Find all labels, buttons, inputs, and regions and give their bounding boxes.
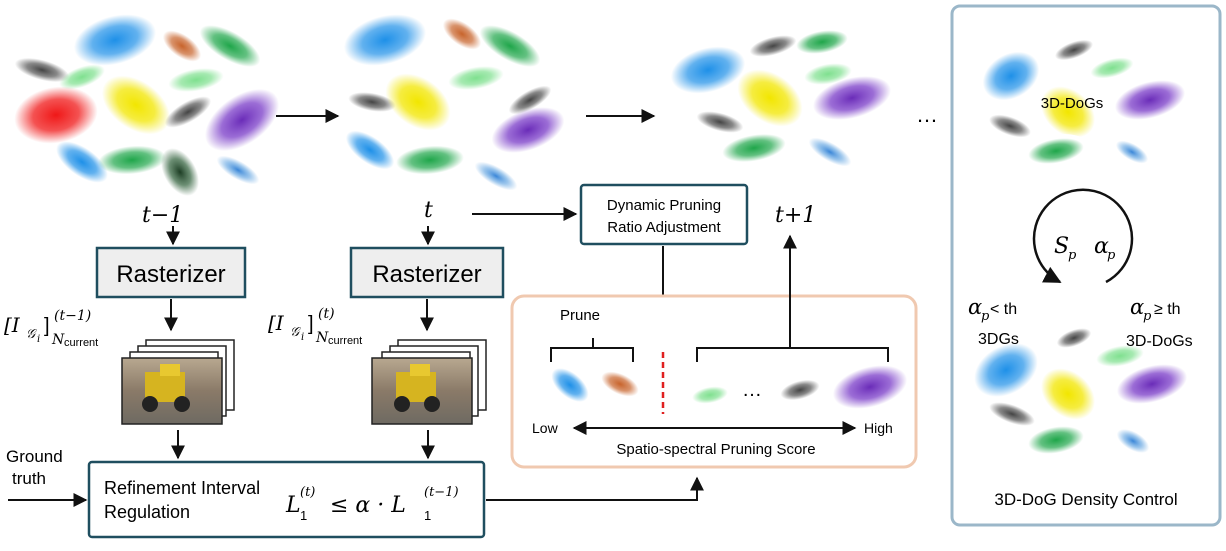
svg-text:1: 1 <box>300 508 307 523</box>
time-label-next: t+1 <box>775 203 816 228</box>
gaussians-t <box>343 14 565 191</box>
svg-text:i: i <box>37 334 40 345</box>
svg-text:α: α <box>1094 234 1109 259</box>
svg-text:N: N <box>315 330 329 346</box>
keep-bracket <box>696 336 889 362</box>
svg-text:current: current <box>64 337 98 349</box>
pruning-panel: Prune … Low High Spatio-spectral Pruning… <box>510 294 918 469</box>
svg-text:(t−1): (t−1) <box>424 485 459 500</box>
score-axis-title: Spatio-spectral Pruning Score <box>616 441 815 458</box>
svg-text:p: p <box>1107 248 1116 263</box>
cycle-labels: S p α p <box>1054 234 1116 263</box>
rendered-images-curr <box>371 339 487 425</box>
rasterizer-box-2: Rasterizer <box>349 246 505 299</box>
svg-text:1: 1 <box>424 508 431 523</box>
kept-purple-gaussian <box>832 365 908 409</box>
ground-truth-line2: truth <box>12 469 46 488</box>
score-high-label: High <box>864 420 893 436</box>
svg-text:≤ α · L: ≤ α · L <box>330 493 406 518</box>
svg-text:current: current <box>328 335 362 347</box>
svg-text:p: p <box>1143 309 1152 324</box>
svg-text:[I: [I <box>4 313 21 337</box>
svg-text:𝒢: 𝒢 <box>26 327 38 342</box>
density-top-label: 3D-DoGs <box>1041 95 1104 112</box>
arrow-refine-to-pruning <box>486 476 704 501</box>
svg-text:p: p <box>1068 248 1077 263</box>
dynamic-pruning-line2: Ratio Adjustment <box>607 219 721 236</box>
gaussians-t-minus-1 <box>14 14 280 196</box>
ellipsis-label: … <box>916 102 938 127</box>
svg-text:]: ] <box>308 313 314 335</box>
pruned-orange-gaussian <box>601 371 639 397</box>
rasterizer-box-1: Rasterizer <box>95 246 247 299</box>
score-low-label: Low <box>532 420 559 436</box>
svg-text:(t−1): (t−1) <box>54 308 91 324</box>
svg-text:S: S <box>1054 234 1069 259</box>
refinement-line1: Refinement Interval <box>104 478 260 498</box>
svg-text:(t): (t) <box>318 306 335 322</box>
render-label-prev: [I 𝒢 i ] (t−1) N current <box>4 308 98 349</box>
prune-label: Prune <box>560 307 600 324</box>
density-control-title: 3D-DoG Density Control <box>994 490 1177 509</box>
svg-text:< th: < th <box>990 301 1017 318</box>
svg-text:≥ th: ≥ th <box>1154 301 1181 318</box>
kept-gray-gaussian <box>780 379 820 401</box>
prune-bracket <box>550 338 634 362</box>
time-label-prev: t−1 <box>142 203 183 228</box>
gaussians-t-plus-1 <box>670 30 891 167</box>
rasterizer-label-2: Rasterizer <box>372 261 481 288</box>
svg-text:L: L <box>285 493 301 518</box>
svg-text:[I: [I <box>268 311 285 335</box>
render-label-curr: [I 𝒢 i ] (t) N current <box>268 306 362 347</box>
dynamic-pruning-box: Dynamic Pruning Ratio Adjustment <box>579 183 749 246</box>
condition-left: α p < th 3DGs <box>968 295 1019 348</box>
svg-text:p: p <box>981 309 990 324</box>
condition-right: α p ≥ th 3D-DoGs <box>1126 295 1193 350</box>
dynamic-pruning-line1: Dynamic Pruning <box>607 197 721 214</box>
cycle-arrow <box>1032 188 1134 284</box>
ground-truth-line1: Ground <box>6 447 63 466</box>
svg-text:]: ] <box>44 315 50 337</box>
svg-text:(t): (t) <box>300 485 315 500</box>
svg-text:N: N <box>51 332 65 348</box>
pruning-ellipsis: … <box>742 379 762 401</box>
svg-text:α: α <box>1130 295 1144 319</box>
refinement-line2: Regulation <box>104 502 190 522</box>
density-control-panel: 3D-DoGs S p α p α p < th 3DGs α p ≥ th 3… <box>950 4 1222 527</box>
svg-text:α: α <box>968 295 982 319</box>
rendered-images-prev <box>121 339 235 425</box>
kept-green-gaussian <box>692 386 728 404</box>
rasterizer-label-1: Rasterizer <box>116 261 225 288</box>
svg-text:𝒢: 𝒢 <box>290 325 302 340</box>
refinement-equation: L 1 (t) ≤ α · L 1 (t−1) <box>285 485 459 523</box>
pruned-blue-gaussian <box>551 368 589 402</box>
svg-text:i: i <box>301 332 304 343</box>
time-label-curr: t <box>424 198 433 223</box>
condition-right-label: 3D-DoGs <box>1126 333 1193 350</box>
refinement-box: Refinement Interval Regulation L 1 (t) ≤… <box>87 460 486 539</box>
condition-left-label: 3DGs <box>978 331 1019 348</box>
